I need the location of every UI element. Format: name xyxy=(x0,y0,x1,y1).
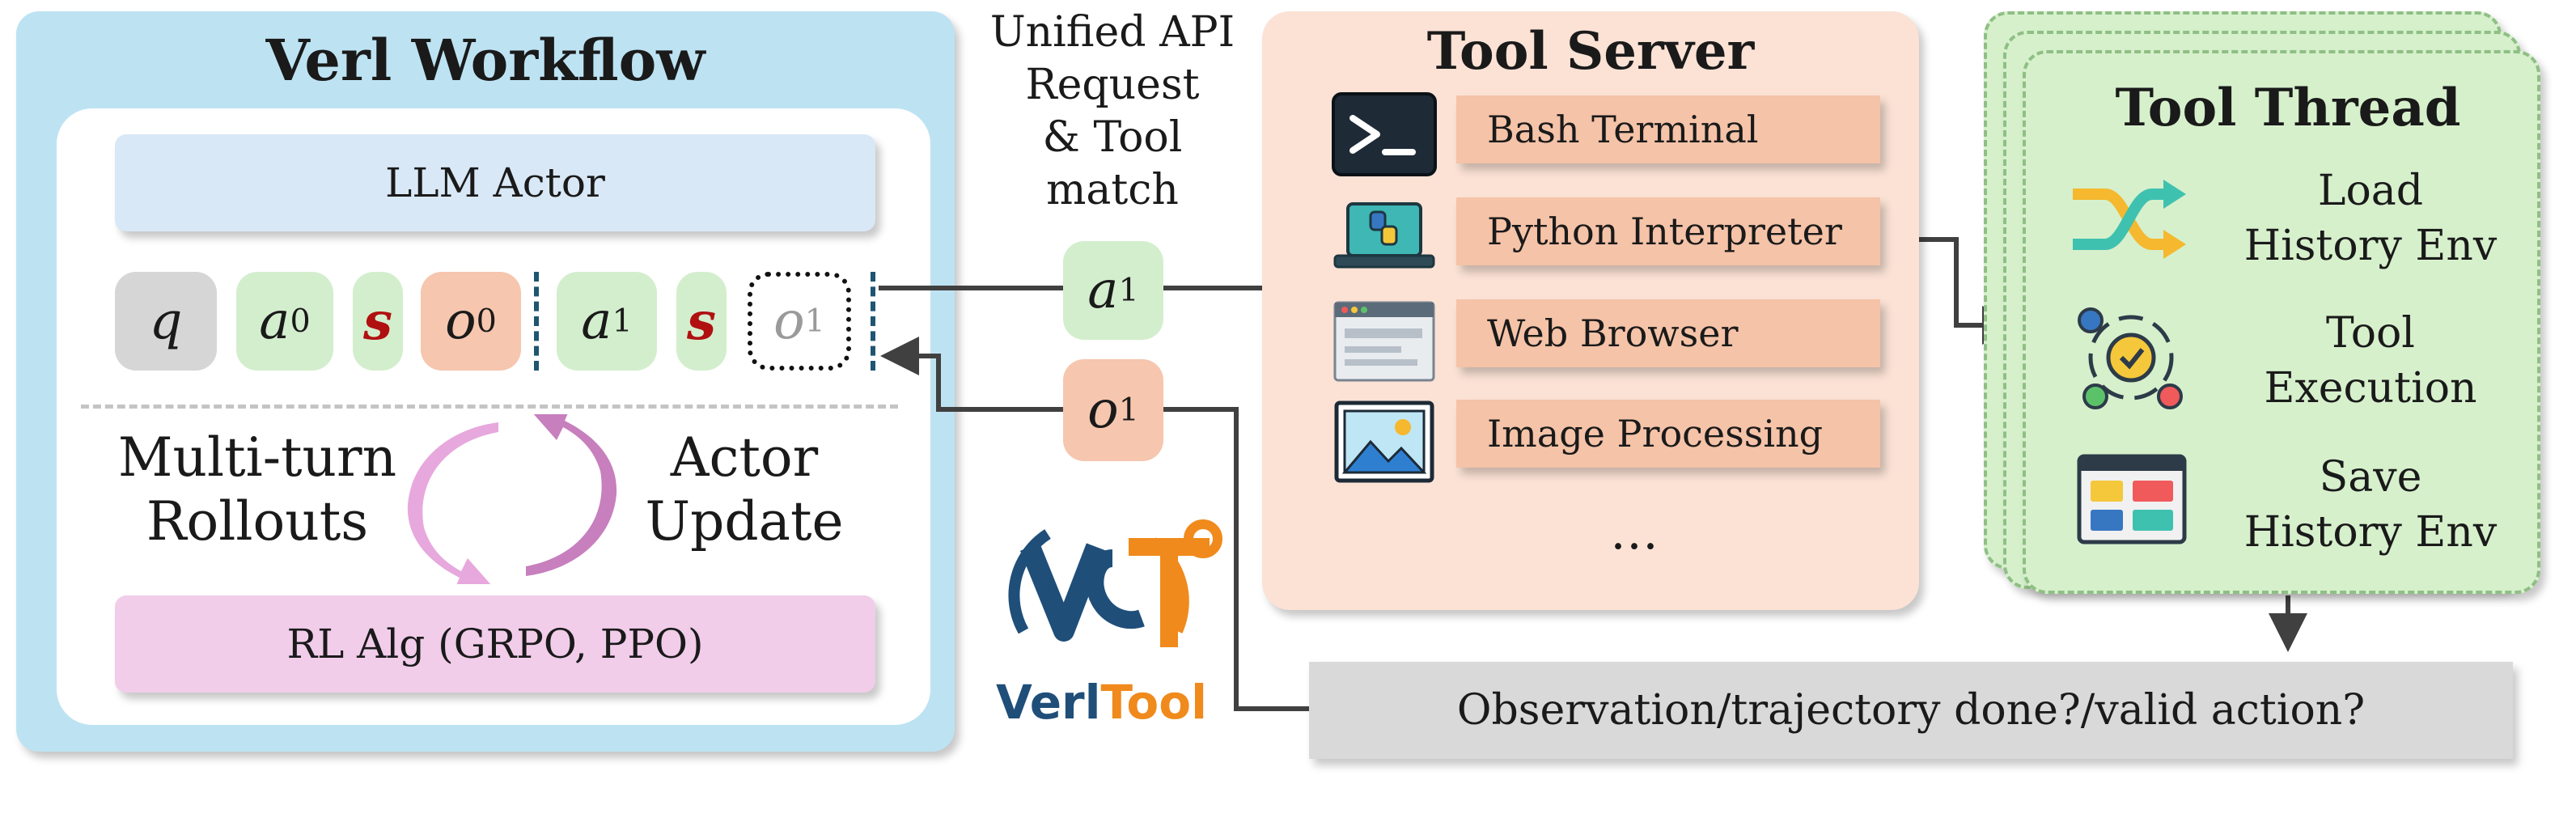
tool-image-processing: Image Processing xyxy=(1456,400,1880,468)
tool-server-title: Tool Server xyxy=(1426,20,1755,82)
turn-separator xyxy=(871,272,875,371)
browser-window-icon xyxy=(1333,301,1435,382)
rl-algorithm-box: RL Alg (GRPO, PPO) xyxy=(115,595,875,693)
logo-tool-text: Tool xyxy=(1100,675,1207,730)
verltool-logo-mark-icon xyxy=(1008,519,1222,647)
terminal-icon xyxy=(1332,92,1437,176)
more-tools-ellipsis: … xyxy=(1610,504,1659,561)
turn-separator xyxy=(534,272,539,371)
token-s-1: s xyxy=(676,272,727,371)
dashboard-window-icon xyxy=(2077,454,2187,544)
image-icon xyxy=(1334,400,1434,483)
tool-python-interpreter: Python Interpreter xyxy=(1456,197,1880,265)
tool-bash-terminal: Bash Terminal xyxy=(1456,95,1880,163)
shuffle-arrows-icon xyxy=(2073,180,2186,259)
llm-actor-box: LLM Actor xyxy=(115,134,875,231)
trajectory-check-box: Observation/trajectory done?/valid actio… xyxy=(1309,662,2513,759)
token-s-0: s xyxy=(353,272,403,371)
verl-workflow-title: Verl Workflow xyxy=(265,26,705,94)
logo-verl-text: Verl xyxy=(996,675,1101,730)
python-laptop-icon xyxy=(1333,202,1435,269)
training-cycle-icon xyxy=(407,414,617,584)
token-q: q xyxy=(115,272,217,371)
verltool-logo: VerlTool xyxy=(991,510,1226,736)
section-divider xyxy=(81,405,898,409)
tool-thread-title: Tool Thread xyxy=(2115,77,2461,138)
gear-cycle-icon xyxy=(2078,307,2183,409)
tool-web-browser: Web Browser xyxy=(1456,299,1880,367)
